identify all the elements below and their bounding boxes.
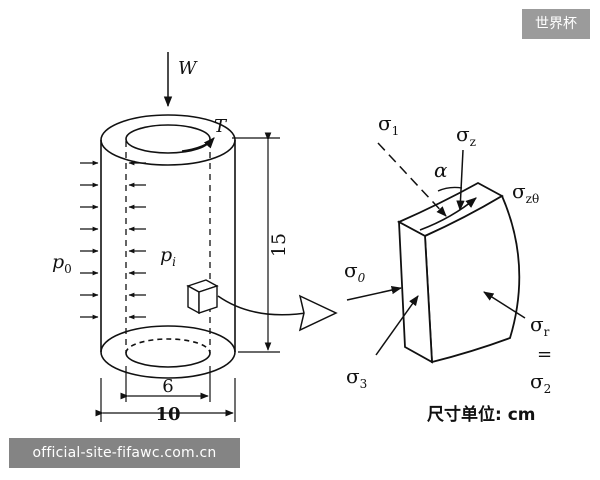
alpha-label: α: [434, 158, 448, 182]
sigma-3-arrow: [375, 295, 419, 356]
diameter-dimensions: [95, 366, 236, 422]
outer-diameter-label: 10: [155, 404, 180, 425]
units-caption: 尺寸单位: cm: [427, 404, 536, 425]
cylinder-bottom-outer-edge: [100, 325, 236, 379]
torque-t-label: T: [214, 116, 228, 137]
outer-pressure-arrows: [80, 160, 99, 320]
inner-diameter-label: 6: [162, 376, 173, 397]
zoom-connector-arrow: [217, 295, 313, 316]
sigma-2-label: σ2: [530, 369, 551, 396]
sigma-3-label: σ3: [346, 364, 367, 391]
sigma-r-arrow: [483, 291, 526, 319]
zoom-connector-arrowhead: [298, 294, 338, 332]
cylinder-bottom-inner-edge: [125, 352, 211, 368]
equals-sign: =: [537, 344, 552, 365]
height-dimension: [232, 132, 280, 353]
sigma-z-label: σz: [456, 122, 476, 149]
sigma-z-theta-label: σzθ: [512, 179, 539, 206]
load-w-label: W: [178, 58, 198, 79]
sigma-z-arrow: [456, 149, 465, 212]
watermark-banner: official-site-fifawc.com.cn: [9, 438, 240, 468]
cylinder-top-inner-edge: [125, 124, 211, 154]
sigma-theta-label: σ0: [344, 258, 366, 285]
height-dimension-label: 15: [268, 233, 290, 257]
cylinder: [100, 114, 236, 379]
sigma-r-label: σr: [530, 312, 550, 339]
cylinder-bottom-inner-edge-hidden: [125, 338, 211, 354]
inner-pressure-arrows: [128, 160, 146, 320]
sigma-theta-arrow: [346, 285, 403, 301]
shear-flow-arrow: [419, 197, 477, 231]
element-cube: [186, 279, 219, 315]
torque-t-arrow: [181, 137, 215, 152]
sigma-1-arrow: [377, 142, 447, 217]
alpha-angle-arc: [437, 186, 463, 192]
sigma-1-label: σ1: [378, 111, 399, 138]
site-badge: 世界杯: [522, 9, 590, 39]
enlarged-element: [396, 181, 521, 364]
outer-pressure-label: p0: [52, 251, 72, 276]
inner-pressure-label: pi: [160, 244, 176, 269]
